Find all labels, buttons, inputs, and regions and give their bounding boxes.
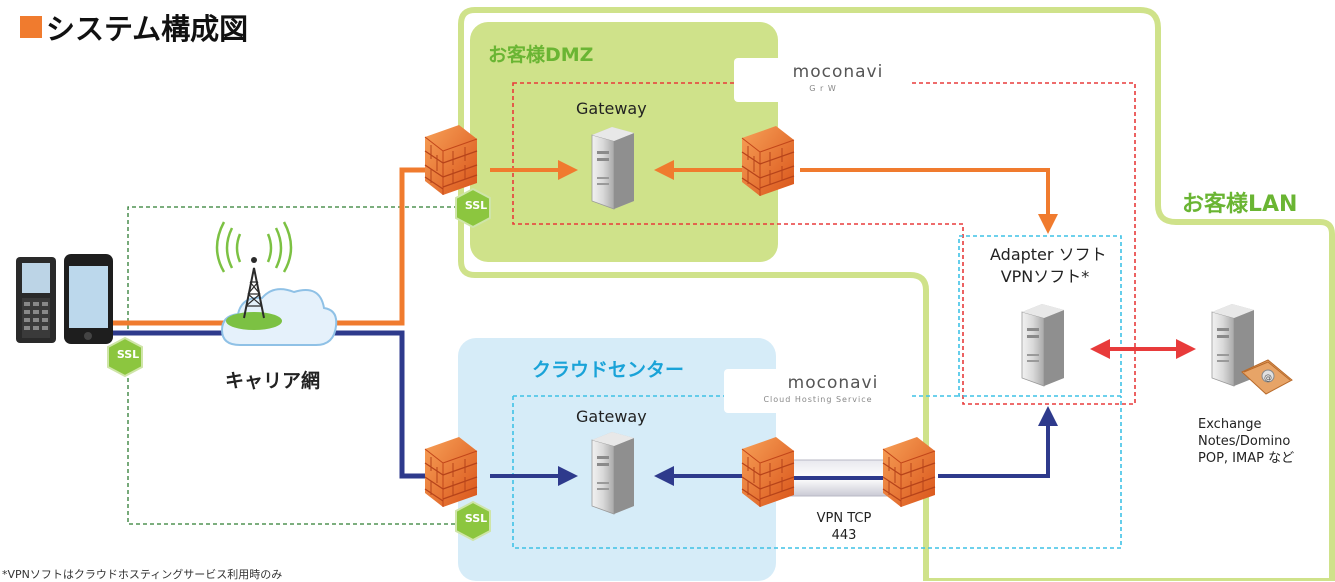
vpn-label-line1: VPN TCP [816, 511, 872, 526]
firewall-vpn-icon [882, 436, 936, 508]
page-title-text: システム構成図 [46, 12, 249, 46]
vpn-label-line2: 443 [831, 528, 857, 543]
navy-line-to-adapter [938, 406, 1058, 478]
antenna-tower-icon [215, 221, 293, 330]
adapter-label-line2: VPNソフト* [1000, 267, 1090, 286]
zone-label-cloud: クラウドセンター [532, 359, 685, 381]
mail-label-line3: POP, IMAP など [1198, 451, 1295, 466]
zone-label-dmz: お客様DMZ [488, 44, 594, 66]
ssl-phone-label: SSL [116, 348, 140, 361]
gateway-top-label: Gateway [576, 99, 647, 118]
firewall-cloud-left-icon [424, 436, 478, 508]
moconavi-logo-bottom: moconavi Cloud Hosting Service [724, 369, 912, 413]
firewall-cloud-right-icon [741, 436, 795, 508]
navy-line-phone-to-cloud [112, 330, 460, 479]
adapter-label: Adapter ソフト VPNソフト* [990, 244, 1107, 288]
zone-label-lan: お客様LAN [1182, 192, 1298, 217]
carrier-label: キャリア網 [225, 370, 321, 392]
mail-server-label: Exchange Notes/Domino POP, IMAP など [1198, 416, 1320, 467]
mail-label-line1: Exchange [1198, 417, 1262, 432]
moconavi-logo-bottom-name: moconavi [787, 373, 879, 393]
firewall-dmz-left-icon [424, 124, 478, 196]
adapter-server-icon [1021, 303, 1065, 387]
ssl-bottom-label: SSL [464, 512, 488, 525]
moconavi-logo-top: moconavi G r W [734, 58, 912, 102]
vpn-label: VPN TCP 443 [798, 510, 890, 544]
moconavi-logo-top-name: moconavi [792, 62, 884, 82]
firewall-dmz-right-icon [741, 125, 795, 197]
feature-phone-icon [16, 257, 56, 343]
mail-envelope-icon: @ [1241, 359, 1293, 395]
moconavi-logo-top-sub: G r W [809, 84, 837, 93]
red-dashed-boundary [512, 82, 1136, 405]
mail-label-line2: Notes/Domino [1198, 434, 1291, 449]
gateway-bottom-server-icon [591, 431, 635, 515]
moconavi-logo-bottom-sub: Cloud Hosting Service [763, 395, 873, 404]
cyan-dashed-cloud-boundary [512, 396, 1122, 549]
ssl-top-label: SSL [464, 199, 488, 212]
gateway-bottom-label: Gateway [576, 407, 647, 426]
green-dashed-ssl-line-top [127, 206, 462, 329]
svg-text:@: @ [1264, 373, 1272, 382]
gateway-top-server-icon [591, 126, 635, 210]
page-title: システム構成図 [20, 6, 248, 48]
orange-line-to-adapter [800, 168, 1058, 234]
smartphone-icon [64, 254, 113, 344]
title-square-icon [20, 16, 42, 38]
adapter-label-line1: Adapter ソフト [990, 245, 1107, 264]
lan-zone [458, 7, 1335, 581]
footnote: *VPNソフトはクラウドホスティングサービス利用時のみ [2, 568, 283, 581]
